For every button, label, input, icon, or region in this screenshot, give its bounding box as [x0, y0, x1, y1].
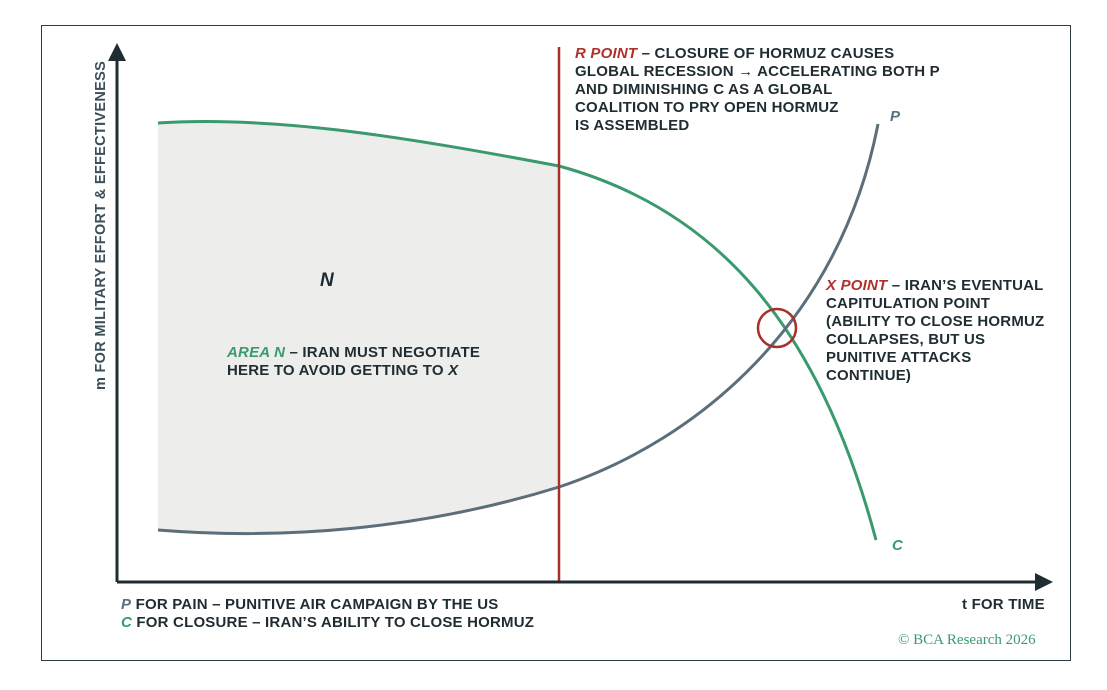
x-point-annotation: X POINT – IRAN’S EVENTUAL CAPITULATION P…: [826, 277, 1044, 385]
x-point-title: X POINT: [826, 277, 888, 294]
legend-c: C FOR CLOSURE – IRAN’S ABILITY TO CLOSE …: [121, 614, 534, 632]
copyright: © BCA Research 2026: [898, 632, 1036, 648]
legend-p-key: P: [121, 596, 132, 613]
curve-p: [157, 123, 880, 536]
x-point-circle: [756, 307, 798, 349]
r-point-line-4: COALITION TO PRY OPEN HORMUZ: [575, 99, 839, 116]
r-point-annotation: R POINT – CLOSURE OF HORMUZ CAUSES GLOBA…: [575, 45, 940, 135]
x-point-line-6: CONTINUE): [826, 367, 912, 384]
x-point-line-2: CAPITULATION POINT: [826, 295, 991, 312]
area-n-x-var: X: [448, 362, 459, 379]
curve-c: [157, 119, 878, 541]
x-axis-label: t FOR TIME: [962, 596, 1045, 613]
x-point-line-5: PUNITIVE ATTACKS: [826, 349, 972, 366]
y-axis-label: m FOR MILITARY EFFORT & EFFECTIVENESS: [93, 60, 109, 390]
legend-c-key: C: [121, 614, 133, 631]
legend: P FOR PAIN – PUNITIVE AIR CAMPAIGN BY TH…: [121, 596, 534, 632]
area-n-annotation: AREA N – IRAN MUST NEGOTIATE HERE TO AVO…: [227, 344, 480, 380]
legend-p-text: FOR PAIN – PUNITIVE AIR CAMPAIGN BY THE …: [131, 596, 499, 613]
r-point-line-1: – CLOSURE OF HORMUZ CAUSES: [641, 45, 895, 62]
r-point-title: R POINT: [575, 45, 638, 62]
curve-p-label: P: [890, 108, 901, 125]
r-point-line-2: GLOBAL RECESSION → ACCELERATING BOTH P: [575, 63, 940, 80]
r-point-line-3: AND DIMINISHING C AS A GLOBAL: [575, 81, 833, 98]
area-n-shade: [158, 121, 559, 534]
area-n-line-1: – IRAN MUST NEGOTIATE: [285, 344, 481, 361]
area-n-title: AREA N: [227, 344, 286, 361]
r-point-line-5: IS ASSEMBLED: [575, 117, 690, 134]
area-n-line-2: HERE TO AVOID GETTING TO: [227, 362, 449, 379]
curve-c-label: C: [892, 537, 904, 554]
legend-c-text: FOR CLOSURE – IRAN’S ABILITY TO CLOSE HO…: [132, 614, 535, 631]
x-point-line-3: (ABILITY TO CLOSE HORMUZ: [826, 313, 1045, 330]
area-n-letter: N: [320, 270, 334, 291]
x-point-line-1: – IRAN’S EVENTUAL: [891, 277, 1044, 294]
x-point-line-4: COLLAPSES, BUT US: [826, 331, 986, 348]
legend-p: P FOR PAIN – PUNITIVE AIR CAMPAIGN BY TH…: [121, 596, 534, 614]
